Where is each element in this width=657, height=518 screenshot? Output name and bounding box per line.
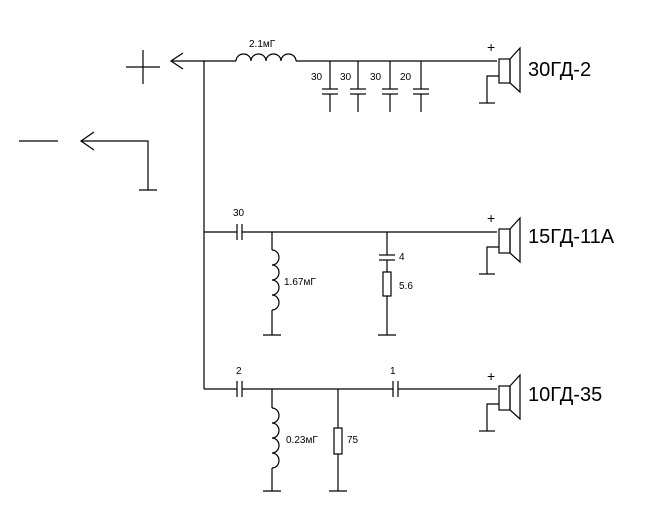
capacitor-bank-c4-label: 20 <box>400 72 412 83</box>
speaker-1-polarity: + <box>487 39 495 55</box>
speaker-3 <box>479 373 521 432</box>
resistor-r2-label: 75 <box>347 435 359 446</box>
inductor-l2-label: 1.67мГ <box>284 277 316 288</box>
capacitor-bank-c1 <box>322 61 338 112</box>
capacitor-bank: 30 30 30 20 <box>311 61 429 112</box>
resistor-r1-label: 5.6 <box>399 281 413 292</box>
inductor-l1 <box>235 53 297 62</box>
speaker-2 <box>479 216 521 275</box>
speaker-3-label: 10ГД-35 <box>528 384 602 406</box>
speaker-2-polarity: + <box>487 210 495 226</box>
plus-terminal-symbol <box>126 50 160 84</box>
capacitor-bank-c4 <box>413 61 429 112</box>
inductor-l1-label: 2.1мГ <box>249 39 276 50</box>
capacitor-c5-label: 1 <box>390 366 396 377</box>
capacitor-c5 <box>392 381 399 397</box>
inductor-l3-label: 0.23мГ <box>286 435 318 446</box>
inductor-l3 <box>263 389 281 492</box>
resistor-r2 <box>329 389 347 492</box>
capacitor-c3-label: 4 <box>399 252 405 263</box>
capacitor-c2-label: 30 <box>233 208 245 219</box>
minus-terminal-arrow-ground <box>79 131 157 191</box>
capacitor-bank-c1-label: 30 <box>311 72 323 83</box>
capacitor-bank-c2 <box>350 61 366 112</box>
speaker-1-label: 30ГД-2 <box>528 59 591 81</box>
inductor-l2 <box>263 232 281 336</box>
speaker-2-label: 15ГД-11А <box>528 226 615 248</box>
capacitor-c4 <box>236 381 243 397</box>
capacitor-c2 <box>236 224 243 240</box>
plus-terminal-arrow <box>169 52 205 70</box>
capacitor-bank-c3-label: 30 <box>370 72 382 83</box>
capacitor-bank-c3 <box>382 61 398 112</box>
speaker-3-polarity: + <box>487 368 495 384</box>
capacitor-bank-c2-label: 30 <box>340 72 352 83</box>
speaker-1 <box>479 46 521 104</box>
capacitor-c3 <box>379 232 395 272</box>
resistor-r1 <box>378 271 396 336</box>
capacitor-c4-label: 2 <box>236 366 242 377</box>
